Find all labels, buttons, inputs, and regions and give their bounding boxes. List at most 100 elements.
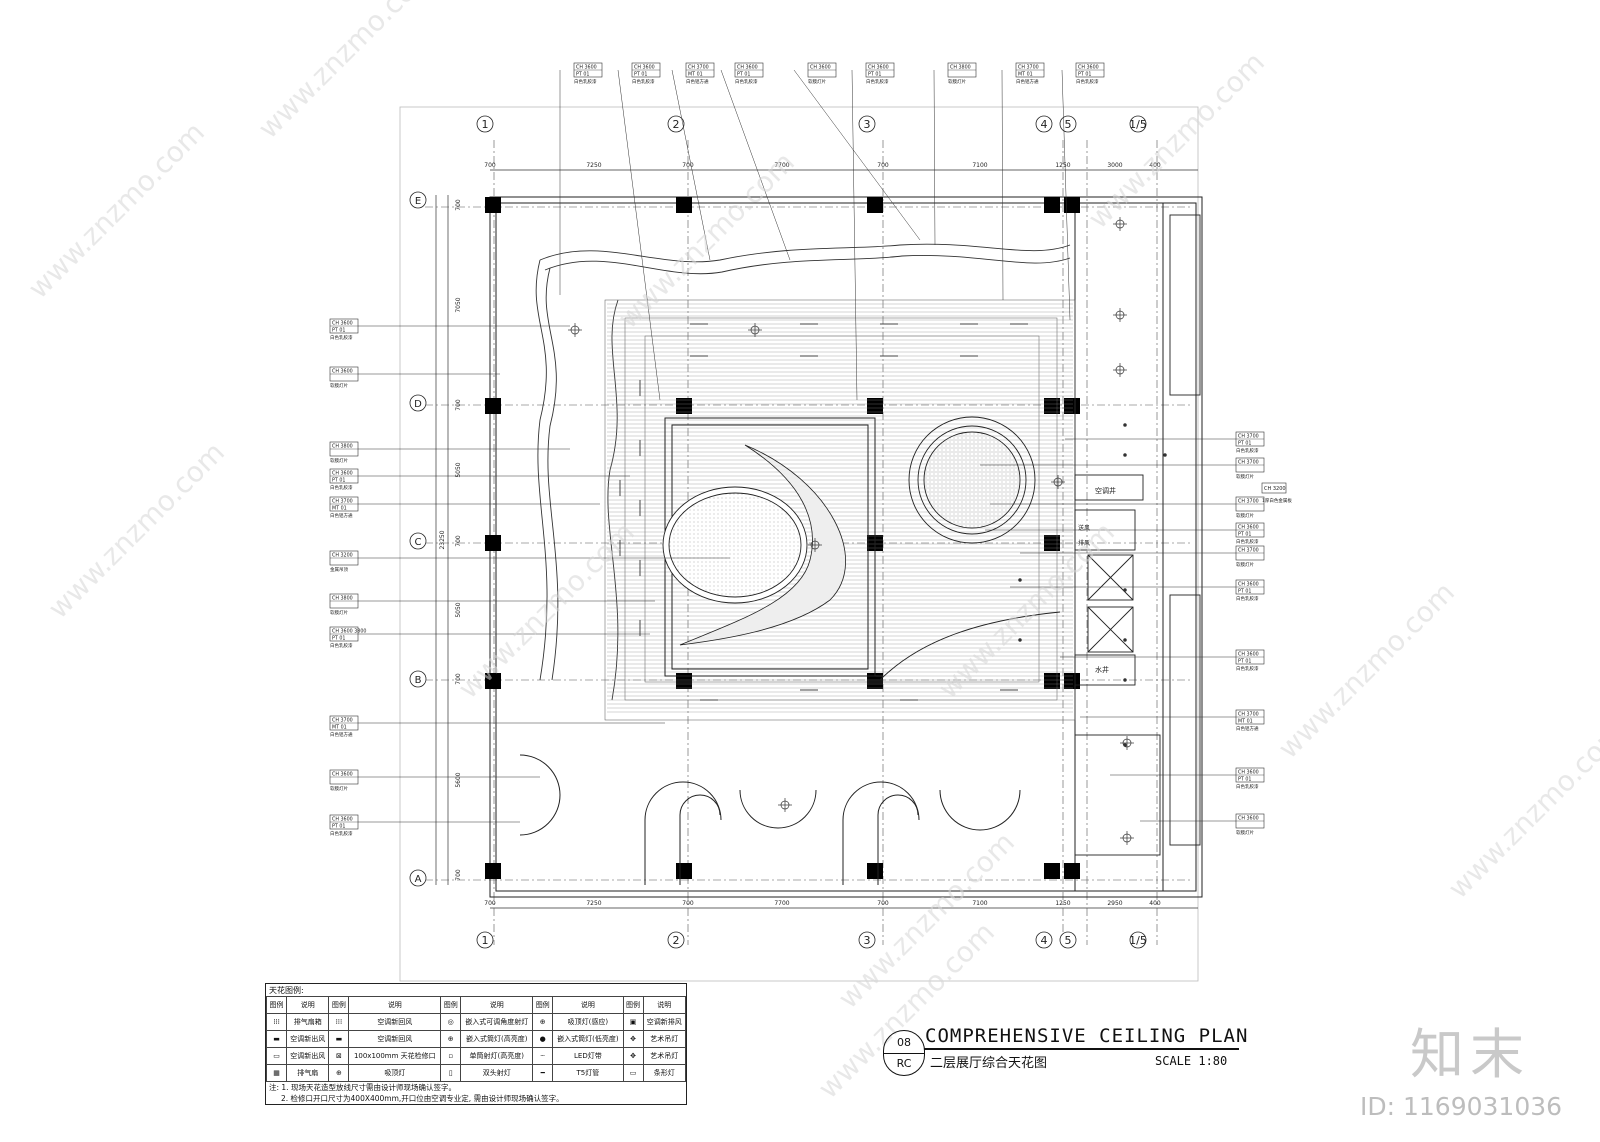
dimension-total: 23250 xyxy=(439,530,446,549)
watermark-site: www.znzmo.com xyxy=(1082,46,1271,235)
svg-text:CH 3600: CH 3600 xyxy=(1238,770,1259,776)
svg-text:PT 01: PT 01 xyxy=(1238,777,1251,783)
svg-text:CH 3800: CH 3800 xyxy=(950,65,971,71)
room-label-water: 水井 xyxy=(1095,665,1109,674)
dimension-label: 7050 xyxy=(455,297,462,312)
svg-text:软膜灯片: 软膜灯片 xyxy=(330,382,348,389)
svg-text:MT 01: MT 01 xyxy=(332,506,347,512)
svg-text:A: A xyxy=(415,874,422,885)
column-block xyxy=(867,197,883,213)
dimension-label: 2950 xyxy=(1107,900,1122,907)
svg-text:1厚白色金属板: 1厚白色金属板 xyxy=(1262,497,1292,504)
column-block xyxy=(676,863,692,879)
watermark-id: ID: 1169031036 xyxy=(1360,1092,1563,1121)
column-block xyxy=(485,863,501,879)
legend-col-header: 说明 xyxy=(286,996,330,1014)
legend-desc: 嵌入式筒灯(高亮度) xyxy=(460,1030,534,1048)
svg-text:白色乳胶漆: 白色乳胶漆 xyxy=(1236,665,1259,672)
downlight-dot xyxy=(1018,638,1022,642)
legend-col-header: 图例 xyxy=(440,996,462,1014)
dimension-label: 7250 xyxy=(586,900,601,907)
dimension-label: 3000 xyxy=(1107,162,1122,169)
svg-text:CH 3700: CH 3700 xyxy=(1018,65,1039,71)
legend-desc: 空调新回风 xyxy=(348,1030,442,1048)
legend-symbol: ⊕ xyxy=(328,1064,350,1082)
grid-bubble-col: 2 xyxy=(667,931,685,949)
legend-desc: 艺术吊灯 xyxy=(642,1047,687,1065)
svg-text:CH 3800: CH 3800 xyxy=(332,444,353,450)
svg-text:白色乳胶漆: 白色乳胶漆 xyxy=(735,78,758,85)
column-block xyxy=(1044,863,1060,879)
legend-header-row: 图例 说明 图例 说明 图例 说明 图例 说明 图例 说明 xyxy=(265,996,687,1014)
svg-text:白色铝方通: 白色铝方通 xyxy=(1016,78,1039,85)
column-block xyxy=(1064,197,1080,213)
legend-desc: 空调新出风 xyxy=(286,1047,330,1065)
column-block xyxy=(867,863,883,879)
drawing-frame xyxy=(399,106,1199,982)
svg-text:CH 3700: CH 3700 xyxy=(1238,712,1259,718)
legend-desc: T5灯管 xyxy=(552,1064,624,1082)
svg-text:5: 5 xyxy=(1065,934,1072,947)
svg-text:CH 3600: CH 3600 xyxy=(1238,582,1259,588)
grid-bubble-row: E xyxy=(409,191,427,209)
grid-bubble-col: 3 xyxy=(858,931,876,949)
dimension-label: 5050 xyxy=(455,462,462,477)
svg-text:CH 3700: CH 3700 xyxy=(1238,460,1259,466)
legend-desc: 排气扇 xyxy=(286,1064,330,1082)
watermark-site: www.znzmo.com xyxy=(42,436,231,625)
light-fixture-icon xyxy=(1120,831,1134,845)
grid-bubble-col: 1 xyxy=(476,931,494,949)
grid-bubble-col: 1/5 xyxy=(1129,115,1147,133)
sheet-code: RC xyxy=(896,1057,912,1070)
legend-symbol: ▭ xyxy=(265,1047,288,1065)
grid-bubble-col: 5 xyxy=(1059,115,1077,133)
column-block xyxy=(867,398,883,414)
downlight-dot xyxy=(1123,743,1127,747)
svg-text:CH 3600: CH 3600 xyxy=(332,369,353,375)
svg-text:白色铝方通: 白色铝方通 xyxy=(1236,725,1259,732)
drawing-title-cn: 二层展厅综合天花图 xyxy=(930,1056,1048,1071)
legend-symbol: ▬ xyxy=(265,1030,288,1048)
ceiling-height-tag: CH 3800 软膜灯片 xyxy=(933,62,977,246)
wavy-ceiling-band xyxy=(535,243,1071,701)
legend-desc: 吸顶灯 xyxy=(348,1064,442,1082)
svg-text:CH 3600: CH 3600 xyxy=(332,772,353,778)
watermark-text: www.znzmo.com www.znzmo.com www.znzmo.com w… xyxy=(22,0,1600,1105)
svg-text:PT 01: PT 01 xyxy=(332,636,345,642)
dimension-label: 400 xyxy=(1149,900,1161,907)
column-block xyxy=(1064,398,1080,414)
light-fixtures xyxy=(568,217,1167,845)
title-underline xyxy=(924,1048,1239,1050)
legend-row: ▭空调新出风 ⊠100x100mm 天花检修口 ▫单筒射灯(高亮度) ┄LED灯… xyxy=(265,1047,687,1065)
legend-symbol: ⊕ xyxy=(532,1013,554,1031)
legend-col-header: 图例 xyxy=(328,996,350,1014)
watermark-site: www.znzmo.com xyxy=(252,0,441,145)
watermark-site: www.znzmo.com xyxy=(452,516,641,705)
legend-symbol: ▫ xyxy=(440,1047,462,1065)
watermark-site: www.znzmo.com xyxy=(1272,576,1461,765)
grid-bubble-col: 2 xyxy=(667,115,685,133)
watermark-logo: 知末 xyxy=(1410,1023,1530,1086)
legend-desc: 条形灯 xyxy=(642,1064,687,1082)
svg-text:软膜灯片: 软膜灯片 xyxy=(948,78,966,85)
svg-text:CH 3700: CH 3700 xyxy=(1238,434,1259,440)
legend-symbol: ⊠ xyxy=(328,1047,350,1065)
legend-symbol: ◎ xyxy=(440,1013,462,1031)
column-block xyxy=(1044,535,1060,551)
svg-text:软膜灯片: 软膜灯片 xyxy=(808,78,826,85)
room-label-ac: 空调井 xyxy=(1095,486,1116,495)
svg-text:白色乳胶漆: 白色乳胶漆 xyxy=(1236,538,1259,545)
downlight-dot xyxy=(1123,453,1127,457)
legend-desc: 双头射灯 xyxy=(460,1064,534,1082)
svg-text:CH 3600: CH 3600 xyxy=(868,65,889,71)
